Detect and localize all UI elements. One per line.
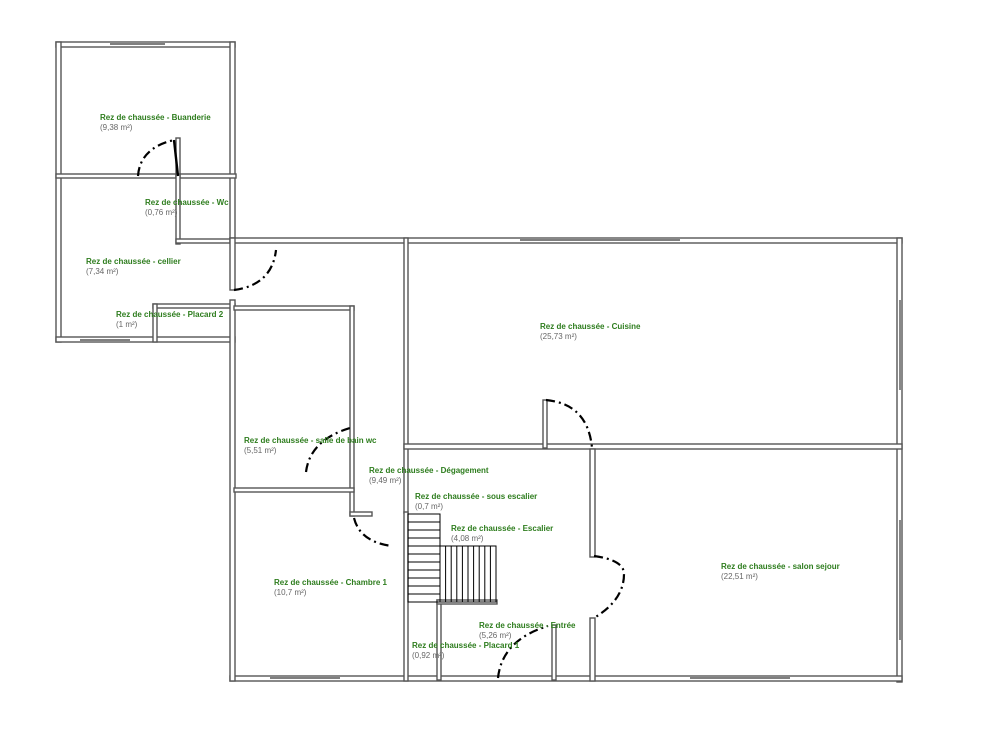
door-buanderie (136, 138, 175, 177)
room-label-chambre1: Rez de chaussée - Chambre 1 (10,7 m²) (274, 578, 387, 598)
room-area: (5,51 m²) (244, 446, 277, 455)
room-area: (22,51 m²) (721, 572, 758, 581)
room-name: Rez de chaussée - salle de bain wc (244, 436, 377, 445)
room-area: (0,76 m²) (145, 208, 178, 217)
room-name: Rez de chaussée - Entrée (479, 621, 576, 630)
wall-main-right (896, 237, 903, 683)
room-label-sous-escalier: Rez de chaussée - sous escalier (0,7 m²) (415, 492, 537, 512)
wall-placard2-left (152, 303, 158, 343)
room-area: (7,34 m²) (86, 267, 119, 276)
wall-wc-bottom (175, 238, 236, 244)
room-name: Rez de chaussée - Escalier (451, 524, 554, 533)
wall-cuisine-bottom (403, 443, 903, 450)
room-label-entree: Rez de chaussée - Entrée (5,26 m²) (479, 621, 575, 641)
room-label-degagement: Rez de chaussée - Dégagement (9,49 m²) (369, 466, 489, 486)
wall-degagement-jog (349, 511, 373, 517)
room-name: Rez de chaussée - Chambre 1 (274, 578, 387, 587)
room-area: (5,26 m²) (479, 631, 512, 640)
wall-sdb-bottom (233, 487, 355, 493)
room-label-placard1: Rez de chaussée - Placard 1 (0,92 m²) (412, 641, 519, 661)
room-name: Rez de chaussée - Cuisine (540, 322, 641, 331)
wall-salon-left-lower (589, 617, 596, 682)
room-name: Rez de chaussée - Placard 2 (116, 310, 224, 319)
room-label-buanderie: Rez de chaussée - Buanderie (9,38 m²) (100, 113, 211, 133)
door-salon-double (593, 554, 626, 619)
room-area: (1 m²) (116, 320, 138, 329)
room-area: (9,49 m²) (369, 476, 402, 485)
stair-flight-1 (407, 513, 441, 603)
room-name: Rez de chaussée - Wc (145, 198, 229, 207)
room-label-cellier: Rez de chaussée - cellier (7,34 m²) (86, 257, 181, 277)
stair-treads-horizontal (445, 546, 491, 602)
staircase (407, 513, 497, 603)
room-area: (0,7 m²) (415, 502, 443, 511)
room-name: Rez de chaussée - cellier (86, 257, 181, 266)
wall-placard2-top (152, 303, 236, 309)
room-name: Rez de chaussée - Dégagement (369, 466, 489, 475)
room-name: Rez de chaussée - Buanderie (100, 113, 211, 122)
room-label-placard2: Rez de chaussée - Placard 2 (1 m²) (116, 310, 223, 330)
room-area: (9,38 m²) (100, 123, 133, 132)
room-label-cuisine: Rez de chaussée - Cuisine (25,73 m²) (540, 322, 640, 342)
wall-cellier-right (229, 237, 236, 291)
room-name: Rez de chaussée - Placard 1 (412, 641, 520, 650)
room-label-escalier: Rez de chaussée - Escalier (4,08 m²) (451, 524, 553, 544)
room-area: (10,7 m²) (274, 588, 307, 597)
wall-sdb-top (233, 305, 355, 311)
door-leaf-buanderie (172, 139, 180, 177)
walls (55, 41, 903, 683)
room-label-salon: Rez de chaussée - salon sejour (22,51 m²… (721, 562, 840, 582)
door-cellier (233, 249, 278, 292)
wall-chambre-right (403, 511, 409, 682)
door-entree (496, 624, 549, 679)
room-area: (25,73 m²) (540, 332, 577, 341)
room-name: Rez de chaussée - sous escalier (415, 492, 538, 501)
wall-salon-left-upper (589, 448, 596, 558)
doors (136, 138, 626, 679)
room-label-wc: Rez de chaussée - Wc (0,76 m²) (145, 198, 229, 218)
room-area: (4,08 m²) (451, 534, 484, 543)
room-area: (0,92 m²) (412, 651, 445, 660)
wall-annex-left (55, 41, 62, 343)
door-sdb (304, 426, 351, 473)
wall-buanderie-bottom (55, 173, 237, 179)
room-label-sdb: Rez de chaussée - salle de bain wc (5,51… (244, 436, 377, 456)
wall-annex-right-upper (229, 41, 236, 243)
room-name: Rez de chaussée - salon sejour (721, 562, 840, 571)
windows (80, 43, 901, 679)
wall-sdb-right (349, 305, 355, 517)
door-chambre (352, 517, 393, 548)
stair-treads-vertical (408, 521, 440, 603)
wall-entree-jamb (551, 624, 557, 681)
door-cuisine (545, 398, 594, 449)
wall-cuisine-door-jamb (542, 399, 548, 449)
wall-placard1-right (436, 599, 442, 681)
